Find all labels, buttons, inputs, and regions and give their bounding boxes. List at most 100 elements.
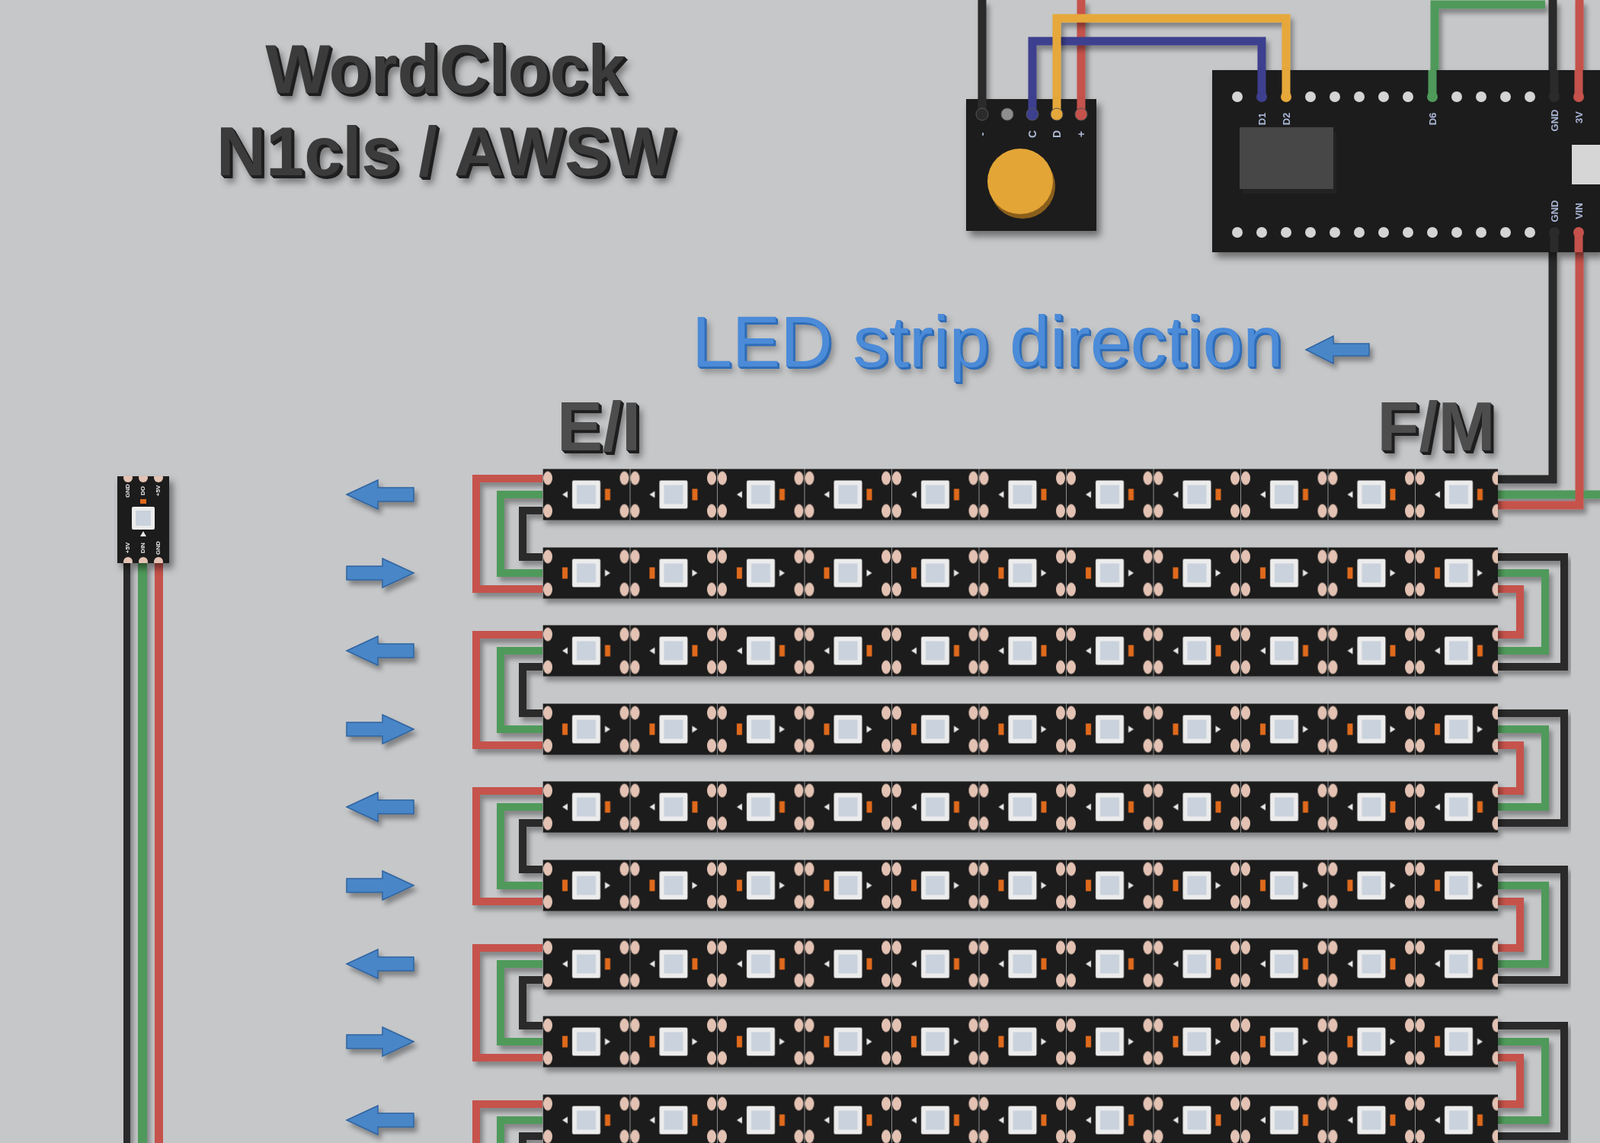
pin-dot	[1232, 227, 1243, 238]
pin-dot	[1427, 227, 1438, 238]
pin-label: VIN	[1574, 202, 1584, 220]
wire	[522, 666, 543, 714]
wire	[500, 494, 543, 573]
wire	[522, 1136, 543, 1143]
direction-arrow	[346, 480, 414, 509]
led-strip	[542, 1094, 1498, 1143]
pin-label: +5V	[155, 485, 162, 496]
direction-arrow	[346, 870, 414, 900]
pin-dot	[1353, 227, 1365, 238]
resistor	[140, 499, 147, 504]
wire	[476, 1104, 543, 1143]
wire	[476, 790, 543, 902]
direction-arrow	[346, 636, 414, 666]
title: WordClock N1cls / AWSW	[186, 28, 705, 193]
pin-dot	[1475, 227, 1487, 238]
wire	[1497, 556, 1565, 667]
direction-arrow	[346, 558, 414, 588]
wire	[1497, 588, 1520, 635]
led-strip	[542, 1016, 1498, 1068]
pin-dot	[1573, 227, 1584, 238]
pad	[153, 556, 164, 564]
pin-dot	[1256, 91, 1268, 103]
pin-dot	[1075, 108, 1088, 121]
pin-dot	[1305, 227, 1316, 238]
wire	[522, 822, 543, 870]
pin-dot	[1500, 91, 1511, 103]
pin-label: C	[1027, 130, 1038, 138]
pin-dot	[1378, 91, 1389, 103]
pin-dot	[1280, 227, 1292, 238]
wire	[1497, 869, 1565, 980]
wire	[1497, 885, 1546, 964]
node-artwork	[966, 99, 1097, 231]
wire	[154, 563, 164, 1143]
led-strip	[542, 547, 1498, 599]
direction-arrow	[346, 949, 414, 979]
pin-dot	[1451, 91, 1463, 103]
strip-connectors-left	[476, 478, 543, 1143]
pin-label: GND	[155, 540, 162, 555]
led-module-wires	[125, 563, 160, 1143]
pin-dot	[1353, 91, 1365, 103]
wire	[1497, 713, 1565, 823]
pin-dot	[1050, 108, 1063, 121]
strip-end-label: E/I	[556, 392, 641, 461]
wire	[1548, 0, 1558, 71]
pin-dot	[1500, 227, 1511, 238]
pin-dot	[1548, 91, 1560, 103]
pin-dot	[1280, 91, 1292, 103]
pin-label: 3V	[1574, 111, 1584, 124]
pin-dot	[1001, 108, 1014, 121]
wire	[121, 563, 131, 1143]
pin-dot	[1524, 227, 1536, 238]
direction-mark	[140, 531, 147, 537]
wire	[1434, 4, 1546, 71]
led-strip	[542, 781, 1498, 833]
pin-label: DIN	[140, 542, 147, 554]
wire	[1575, 0, 1584, 71]
pin-dot	[1451, 227, 1463, 238]
direction-arrow	[346, 792, 414, 822]
led-strip	[542, 704, 1498, 756]
wire	[1497, 572, 1546, 651]
wire	[137, 563, 148, 1143]
wire	[522, 979, 543, 1026]
wire	[500, 963, 543, 1042]
node-artwork	[1212, 70, 1600, 253]
wire	[1497, 901, 1520, 948]
chip	[1239, 127, 1334, 189]
led-chip	[131, 506, 155, 530]
direction-arrows	[346, 336, 1370, 1135]
pin-dot	[1524, 91, 1536, 103]
led-strip	[542, 860, 1498, 912]
led-strip	[542, 938, 1498, 990]
pin-dot	[1427, 91, 1438, 103]
wire	[1497, 729, 1546, 807]
led-module: GNDDO+5V+5VDINGND	[117, 476, 170, 564]
pin-label: GND	[124, 483, 132, 498]
pad	[123, 476, 133, 483]
wire	[500, 1120, 543, 1143]
pin-dot	[1402, 227, 1414, 238]
direction-arrow	[346, 1027, 414, 1056]
pin-label: GND	[1549, 200, 1560, 223]
wire	[978, 0, 987, 100]
pin-dot	[976, 108, 989, 121]
pad	[138, 476, 148, 483]
pad	[138, 556, 148, 564]
wire	[1497, 1041, 1546, 1120]
direction-arrow	[346, 714, 414, 744]
pin-dot	[1378, 227, 1389, 238]
pin-dot	[1026, 108, 1039, 121]
pin-dot	[1548, 227, 1560, 238]
led-strip	[542, 625, 1498, 677]
pin-dot	[1256, 227, 1268, 238]
pin-dot	[1573, 91, 1584, 103]
direction-arrow	[1305, 336, 1370, 364]
direction-arrow	[346, 1105, 414, 1135]
wire	[522, 510, 543, 557]
strip-connectors-right	[1497, 556, 1565, 1136]
wire	[1497, 745, 1520, 791]
pin-label: -	[976, 132, 988, 137]
